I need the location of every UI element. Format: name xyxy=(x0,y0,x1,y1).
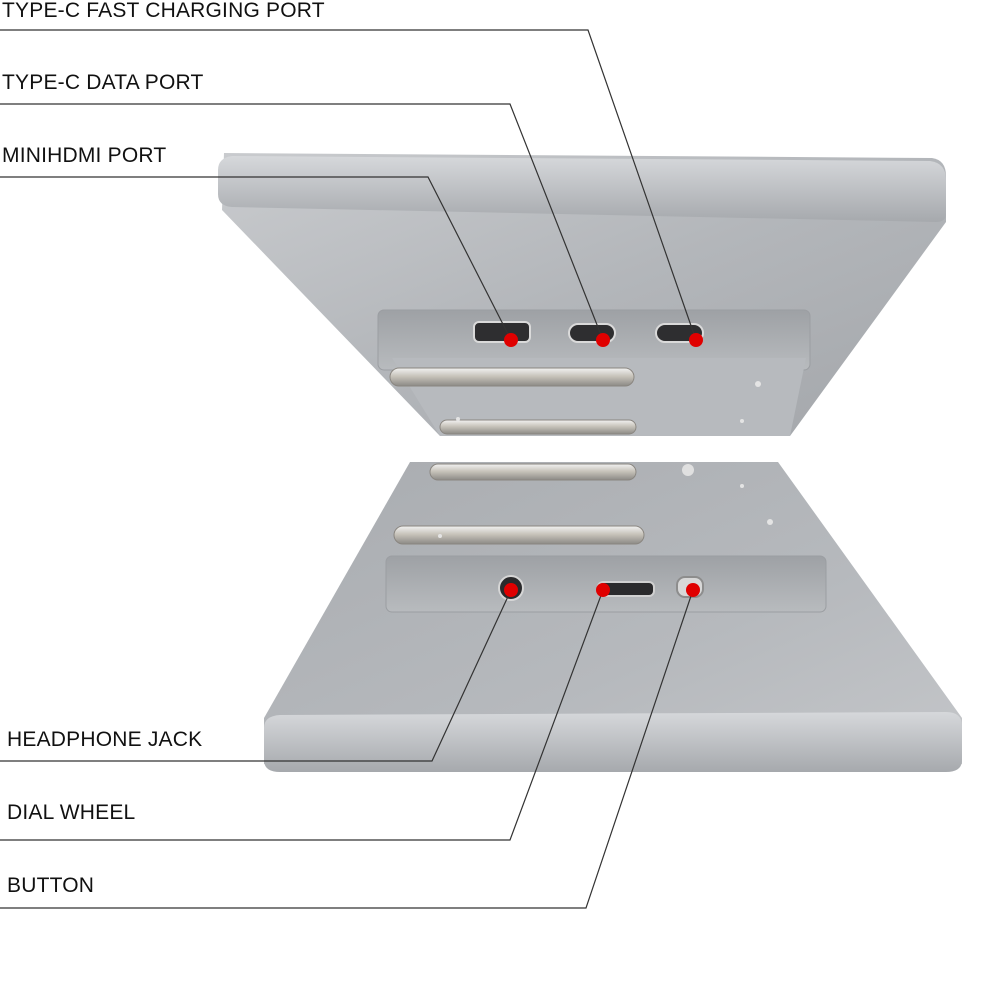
marker-typec-data xyxy=(596,333,610,347)
top-screw xyxy=(456,417,460,421)
bottom-screw xyxy=(767,519,773,525)
bottom-screw xyxy=(740,484,744,488)
label-button: BUTTON xyxy=(7,874,95,897)
marker-headphone xyxy=(504,583,518,597)
top-rail-1 xyxy=(389,367,635,387)
top-screw xyxy=(755,381,761,387)
bottom-plate-edge xyxy=(264,712,962,772)
label-dial-wheel: DIAL WHEEL xyxy=(7,801,136,824)
leader-line-dial xyxy=(0,589,604,841)
bottom-screw xyxy=(682,464,694,476)
marker-button xyxy=(686,583,700,597)
marker-minihdmi xyxy=(504,333,518,347)
bottom-rail-1 xyxy=(429,463,637,481)
leader-line-headphone xyxy=(0,589,512,762)
bottom-screw xyxy=(438,534,442,538)
label-headphone-jack: HEADPHONE JACK xyxy=(7,728,203,751)
leader-line-minihdmi xyxy=(0,176,512,341)
top-rail-2 xyxy=(439,419,637,435)
label-minihdmi-port: MINIHDMI PORT xyxy=(2,144,167,167)
label-typec-data-port: TYPE-C DATA PORT xyxy=(2,71,204,94)
leader-line-button xyxy=(0,589,694,909)
marker-dial xyxy=(596,583,610,597)
bottom-rail-2 xyxy=(393,525,645,545)
markers xyxy=(504,333,703,597)
marker-typec-fast xyxy=(689,333,703,347)
minihdmi-port xyxy=(473,321,531,343)
top-screw xyxy=(740,419,744,423)
label-typec-fast-charging-port: TYPE-C FAST CHARGING PORT xyxy=(2,0,325,22)
top-device xyxy=(218,153,946,436)
leader-line-typec-data xyxy=(0,103,604,341)
leader-line-typec-fast xyxy=(0,29,697,341)
top-plate-edge xyxy=(218,156,946,222)
leader-lines xyxy=(0,29,697,909)
bottom-device xyxy=(264,462,962,772)
